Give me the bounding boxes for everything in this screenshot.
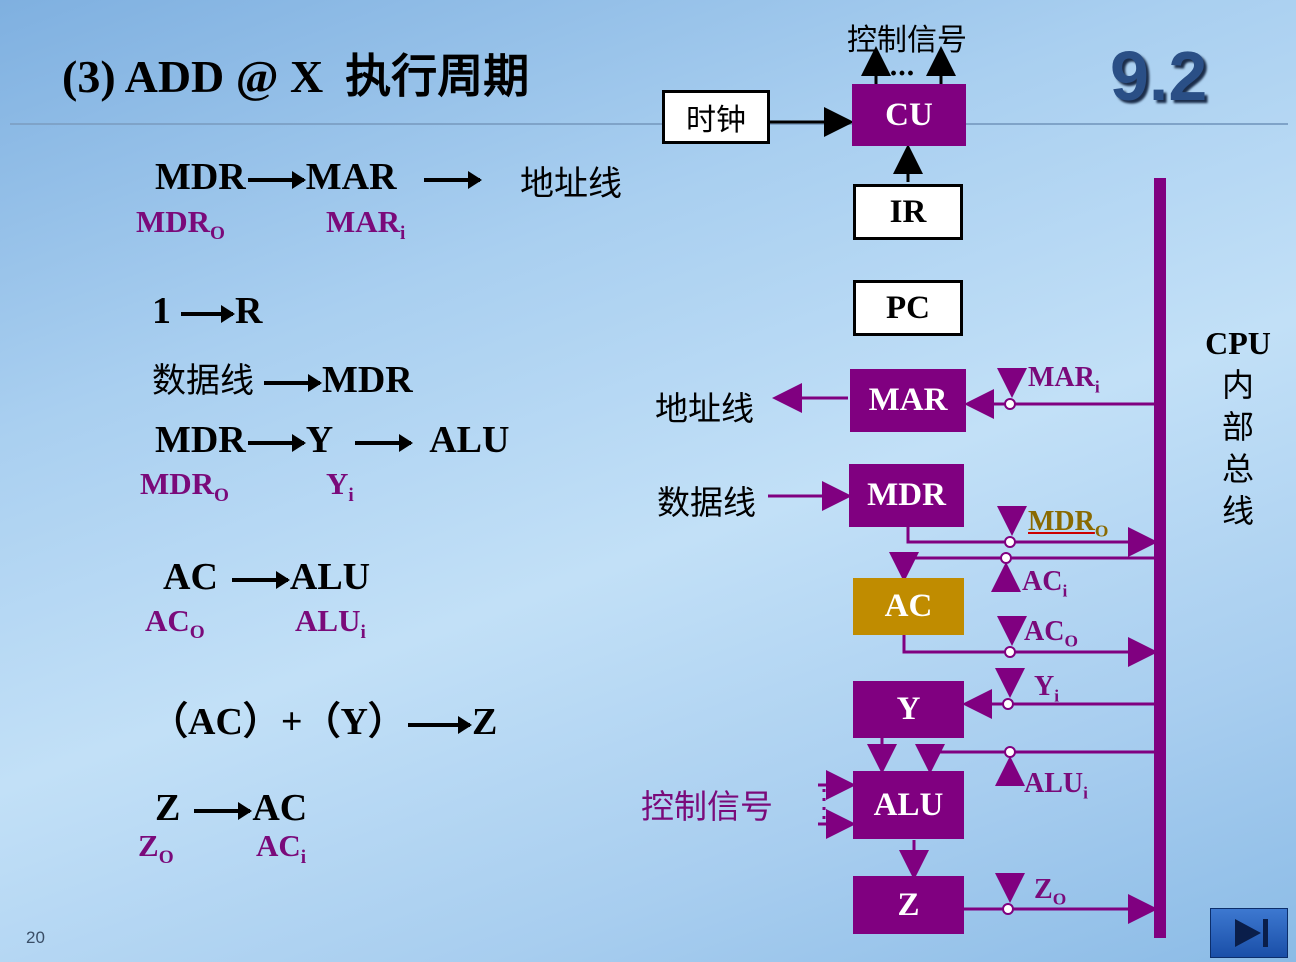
step-1-src: MDR xyxy=(155,156,246,198)
step-5-src: AC xyxy=(163,556,218,598)
gate-y-i xyxy=(1002,698,1014,710)
ac-to-bus xyxy=(902,634,1158,667)
step-6: （AC）+（Y） Z xyxy=(150,690,497,745)
signal-alu-i: ALUi xyxy=(295,603,366,644)
step-4-src: MDR xyxy=(155,419,246,461)
step-5-dst: ALU xyxy=(289,556,371,598)
diagram-signal-ac-i: ACi xyxy=(1022,566,1068,601)
step-3-src: 数据线 xyxy=(152,361,254,401)
signal-mdr-o: MDRO xyxy=(140,466,229,507)
step-7-src: Z xyxy=(155,787,181,829)
arrow xyxy=(181,305,235,324)
step-4-mid: Y xyxy=(305,419,334,461)
ac-register: AC xyxy=(853,578,964,635)
cpu-internal-bus xyxy=(1154,178,1166,938)
data-bus-label: 数据线 xyxy=(657,483,756,522)
gate-ac-i xyxy=(1000,552,1012,564)
cpu-bus-label: CPU 内 部 总 线 xyxy=(1205,325,1271,530)
title-prefix: (3) ADD @ X xyxy=(62,51,324,102)
arrow xyxy=(247,171,306,190)
step-1-dst: MAR xyxy=(305,156,397,198)
step-6-src: （AC）+（Y） xyxy=(150,701,406,743)
bus-to-alu xyxy=(915,744,1154,774)
mdr-register: MDR xyxy=(849,464,964,527)
clock-box: 时钟 xyxy=(662,90,770,144)
title-cn: 执行周期 xyxy=(345,49,530,103)
page-number: 20 xyxy=(26,928,45,947)
diagram-signal-ac-o: ACO xyxy=(1024,616,1078,651)
diagram-signal-mar-i: MARi xyxy=(1028,362,1100,397)
step-7: Z AC xyxy=(155,786,307,830)
step-5: AC ALU xyxy=(163,555,370,599)
arrow xyxy=(194,802,253,821)
next-slide-button[interactable] xyxy=(1210,908,1288,958)
signal-ac-i: ACi xyxy=(256,828,307,869)
step-1: MDR MAR xyxy=(155,155,483,199)
step-3: 数据线 MDR xyxy=(152,353,413,402)
signal-y-i: Yi xyxy=(326,466,354,507)
bus-to-ac xyxy=(889,552,1154,582)
step-4-dst: ALU xyxy=(429,419,510,461)
diagram-signal-z-o: ZO xyxy=(1034,874,1067,909)
gate-alu-i xyxy=(1004,746,1016,758)
step-2-dst: R xyxy=(235,290,263,332)
z-register: Z xyxy=(853,876,964,934)
arrow xyxy=(407,716,472,735)
step-1-target: 地址线 xyxy=(520,164,622,204)
step-6-dst: Z xyxy=(471,701,498,743)
alu-unit: ALU xyxy=(853,771,964,839)
address-bus-label: 地址线 xyxy=(655,389,754,428)
gate-mdr-o xyxy=(1004,536,1016,548)
mdr-to-bus xyxy=(906,527,1158,557)
signal-ac-o: ACO xyxy=(145,603,205,644)
arrow xyxy=(231,571,290,590)
arrow xyxy=(264,374,322,393)
pc-register: PC xyxy=(853,280,963,336)
gate-mar-i xyxy=(1004,398,1016,410)
diagram-signal-y-i: Yi xyxy=(1034,671,1060,706)
arrow xyxy=(247,434,306,453)
y-register: Y xyxy=(853,681,964,738)
step-2-src: 1 xyxy=(152,290,171,332)
ir-register: IR xyxy=(853,184,963,240)
control-signals-alu-label: 控制信号 xyxy=(641,787,773,826)
step-7-dst: AC xyxy=(252,787,308,829)
arrow xyxy=(355,434,414,453)
step-3-dst: MDR xyxy=(322,359,413,401)
play-next-icon xyxy=(1235,919,1268,947)
diagram-signal-alu-i: ALUi xyxy=(1024,768,1088,803)
gate-z-o xyxy=(1002,903,1014,915)
arrow xyxy=(424,171,483,190)
ellipsis: … xyxy=(889,52,915,82)
signal-mar-i: MARi xyxy=(326,204,406,245)
signal-z-o: ZO xyxy=(138,828,174,869)
title-divider xyxy=(10,123,1288,125)
control-signals-top: 控制信号 xyxy=(847,23,967,58)
step-4: MDR Y ALU xyxy=(155,418,509,462)
gate-ac-o xyxy=(1004,646,1016,658)
mar-register: MAR xyxy=(850,369,966,432)
diagram-signal-mdr-o: MDRO xyxy=(1028,506,1109,541)
cu-register: CU xyxy=(852,84,966,146)
signal-mdr-o: MDRO xyxy=(136,204,225,245)
section-number: 9.2 xyxy=(1110,37,1208,115)
slide-title: (3) ADD @ X 执行周期 xyxy=(62,40,529,106)
